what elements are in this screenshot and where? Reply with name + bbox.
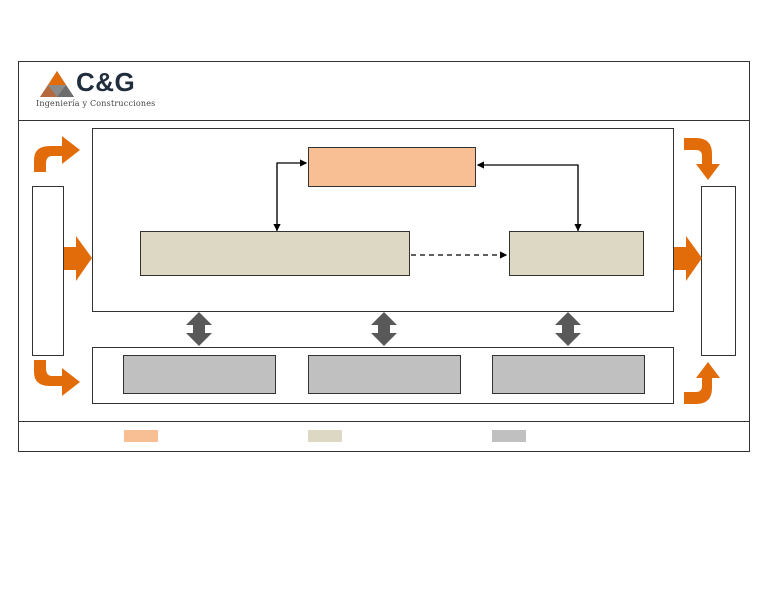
header: C&G Ingeniería y Construcciones — [18, 61, 750, 121]
legend-swatch-orange — [124, 430, 158, 442]
right-column-box — [701, 186, 736, 356]
brand-tagline: Ingeniería y Construcciones — [36, 99, 156, 108]
footer-divider — [18, 421, 750, 422]
left-column-box — [32, 186, 64, 356]
diagram-frame — [18, 61, 750, 452]
top-orange-box — [308, 147, 476, 187]
logo-icon — [38, 69, 76, 99]
lower-box-1 — [123, 355, 276, 394]
legend-swatch-beige — [308, 430, 342, 442]
lower-box-2 — [308, 355, 461, 394]
legend-swatch-gray — [492, 430, 526, 442]
middle-right-box — [509, 231, 644, 276]
middle-left-box — [140, 231, 410, 276]
lower-box-3 — [492, 355, 645, 394]
brand-name: C&G — [76, 67, 136, 97]
